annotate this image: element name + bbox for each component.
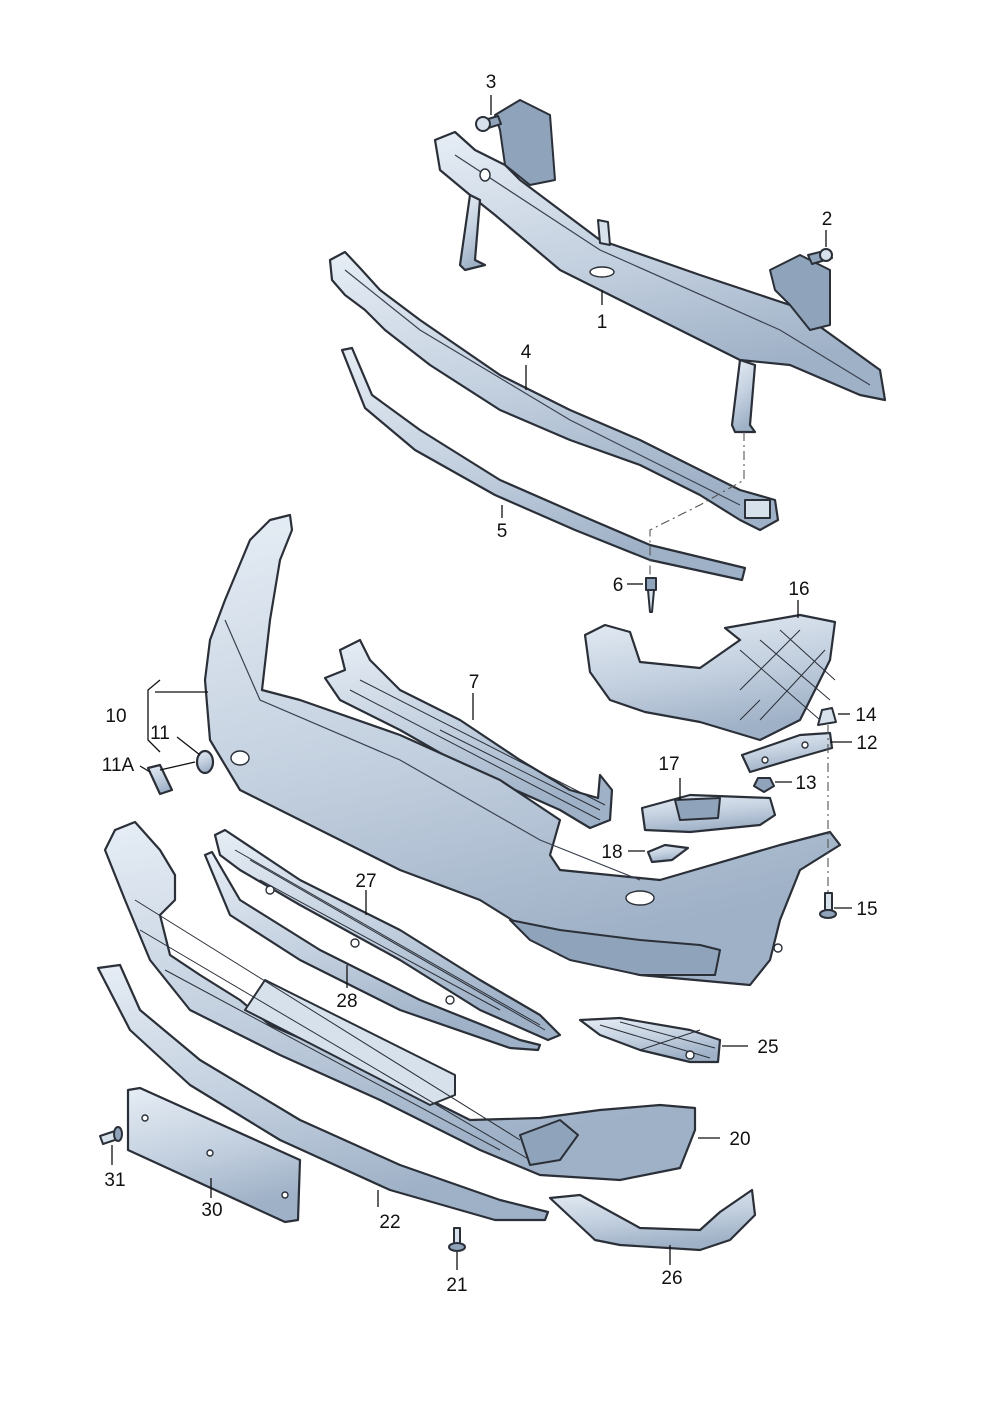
callout-4: 4 [521,342,532,363]
callout-11a: 11A [102,755,135,776]
part-27-lower-grille [213,828,562,1042]
part-11a-cap [146,763,174,796]
callout-31: 31 [104,1170,125,1191]
part-6-clip [645,577,657,613]
callout-15: 15 [856,899,877,920]
callout-27: 27 [355,871,376,892]
callout-1: 1 [597,312,608,333]
assembly-lines [649,432,829,893]
callout-3: 3 [486,72,497,93]
callout-7: 7 [469,672,480,693]
part-18-tow-hook-cap [646,843,690,864]
part-4-reinforcement [328,250,780,532]
part-5-guide-strip [340,346,747,582]
part-31-screw [99,1126,123,1145]
callout-22: 22 [379,1212,400,1233]
callout-30: 30 [201,1200,222,1221]
part-26-trim-frame [548,1188,757,1252]
callout-14: 14 [855,705,877,726]
part-15-screw [819,892,837,919]
part-12-mounting-bracket [740,731,834,774]
callout-25: 25 [757,1037,778,1058]
callout-11: 11 [150,723,170,744]
part-16-grille-bracket [583,613,837,742]
callout-labels: 1 2 3 4 5 6 7 10 11 11A 12 13 14 15 16 1… [102,72,878,1296]
callout-6: 6 [613,575,624,596]
part-20-lower-spoiler [103,820,697,1182]
part-25-side-grille [578,1016,722,1064]
part-14-clip-nut [817,707,837,726]
part-11-cap [195,749,215,775]
callout-21: 21 [446,1275,467,1296]
part-22-lower-trim [96,963,550,1222]
callout-2: 2 [822,209,833,230]
part-17-bracket [640,793,777,834]
part-3-bolt [475,115,502,132]
bumper-cover [203,513,842,987]
callout-26: 26 [661,1268,682,1289]
callout-13: 13 [795,773,816,794]
callout-12: 12 [856,733,877,754]
callout-17: 17 [658,754,679,775]
callout-5: 5 [497,521,508,542]
callout-10: 10 [105,706,126,727]
part-2-bolt [807,248,833,265]
part-30-plate-holder [126,1086,302,1224]
callout-20: 20 [729,1129,750,1150]
part-28-trim-strip [203,850,542,1052]
callout-18: 18 [601,842,622,863]
part-21-screw [448,1227,466,1252]
part-1-bumper-carrier [433,99,887,434]
part-13-nut [753,777,775,793]
leader-lines [111,95,852,1270]
callout-28: 28 [336,991,357,1012]
callout-16: 16 [788,579,809,600]
